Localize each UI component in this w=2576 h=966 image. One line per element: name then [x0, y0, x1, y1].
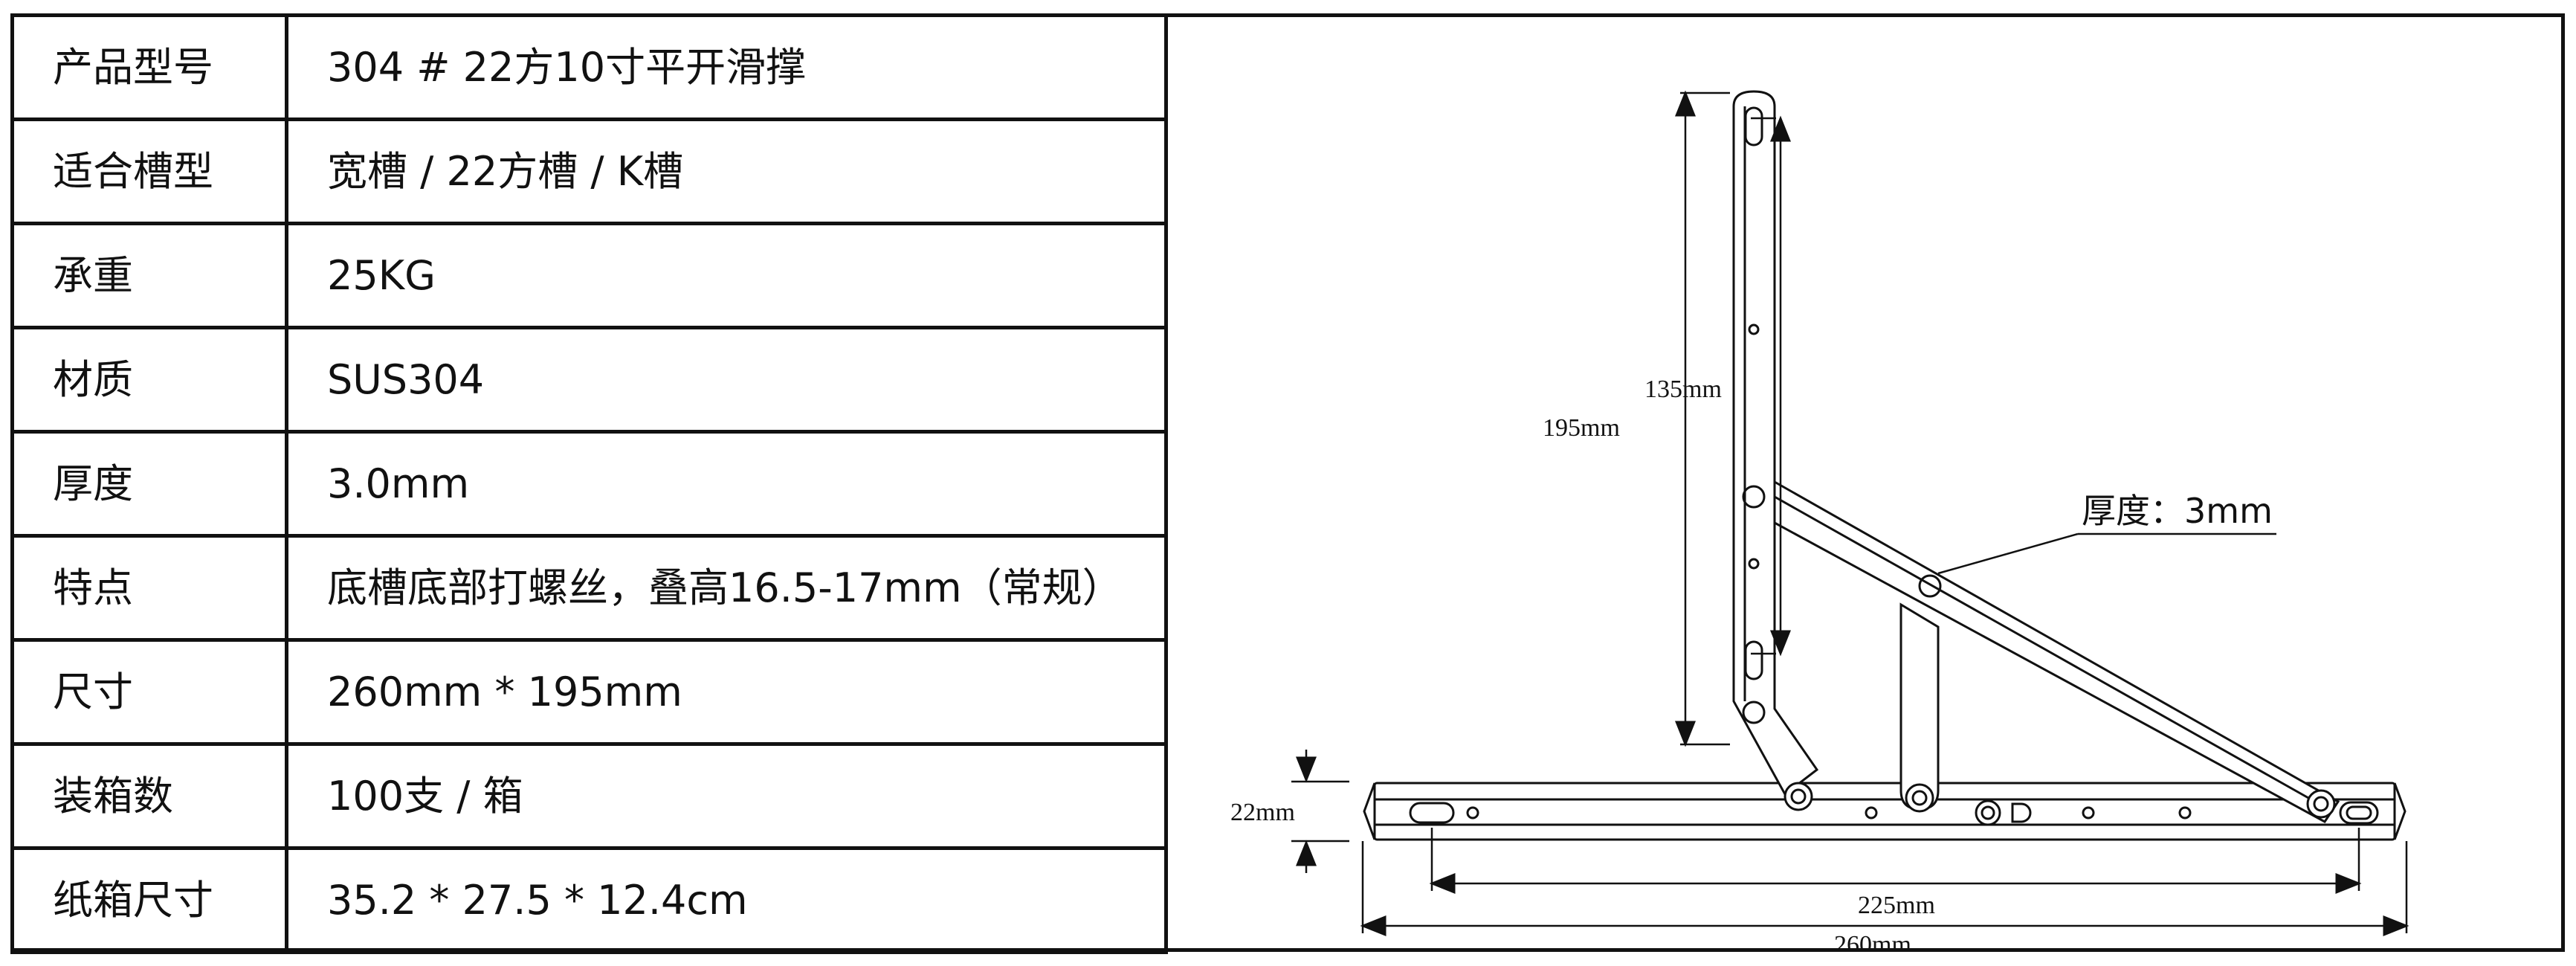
row-value: 3.0mm: [285, 430, 1168, 538]
screw-hole: [1466, 806, 1479, 820]
row-value: 25KG: [285, 222, 1168, 329]
row-label: 纸箱尺寸: [10, 846, 288, 954]
dim-label-135: 135mm: [1644, 376, 1722, 403]
thickness-leader: [1937, 532, 2276, 575]
link-arm: [1899, 602, 1940, 813]
rivet: [1783, 782, 1813, 811]
row-value: 304 # 22方10寸平开滑撑: [285, 13, 1168, 121]
rivet-center: [1981, 805, 1995, 820]
rivet: [1905, 783, 1934, 813]
row-label: 承重: [10, 222, 288, 329]
row-label: 适合槽型: [10, 117, 288, 225]
dimension-135: [1751, 115, 1791, 657]
row-value: 260mm * 195mm: [285, 638, 1168, 746]
slot-hole: [1409, 802, 1455, 824]
slot-hole: [1744, 106, 1763, 146]
row-label: 尺寸: [10, 638, 288, 746]
rivet-center: [1911, 790, 1928, 806]
rivet-center: [1790, 788, 1807, 805]
thickness-note: 厚度：3mm: [2082, 491, 2273, 531]
screw-hole: [2178, 806, 2192, 820]
table-row: 适合槽型 宽槽 / 22方槽 / K槽: [10, 117, 1168, 225]
pivot-hole: [1742, 485, 1766, 509]
row-value: 宽槽 / 22方槽 / K槽: [285, 117, 1168, 225]
table-row: 特点 底槽底部打螺丝，叠高16.5-17mm（常规）: [10, 534, 1168, 642]
table-row: 承重 25KG: [10, 222, 1168, 329]
table-row: 材质 SUS304: [10, 326, 1168, 434]
spec-table: 产品型号 304 # 22方10寸平开滑撑 适合槽型 宽槽 / 22方槽 / K…: [10, 13, 1168, 954]
rivet: [1975, 799, 2001, 826]
row-label: 材质: [10, 326, 288, 434]
row-value: 底槽底部打螺丝，叠高16.5-17mm（常规）: [285, 534, 1168, 642]
pivot-hole: [1742, 701, 1766, 724]
slot-hole: [1744, 640, 1763, 680]
technical-drawing-svg: 195mm 135mm 22mm 225mm 260mm 厚度：3mm: [1230, 90, 2409, 948]
dimension-195: [1675, 90, 1730, 747]
row-label: 产品型号: [10, 13, 288, 121]
row-label: 特点: [10, 534, 288, 642]
row-value: 35.2 * 27.5 * 12.4cm: [285, 846, 1168, 954]
table-row: 纸箱尺寸 35.2 * 27.5 * 12.4cm: [10, 846, 1168, 954]
screw-hole: [1748, 558, 1760, 570]
slot-hole: [2339, 801, 2379, 825]
rivet-center: [2313, 796, 2329, 812]
screw-hole: [1865, 806, 1878, 820]
slot-hole-inner: [2346, 805, 2372, 820]
dimension-22: [1291, 750, 1349, 873]
table-row: 产品型号 304 # 22方10寸平开滑撑: [10, 13, 1168, 121]
dim-label-225: 225mm: [1858, 892, 1935, 919]
table-row: 尺寸 260mm * 195mm: [10, 638, 1168, 746]
screw-hole: [2082, 806, 2095, 820]
table-row: 装箱数 100支 / 箱: [10, 742, 1168, 850]
screw-hole: [1748, 323, 1760, 335]
row-value: SUS304: [285, 326, 1168, 434]
dimension-260: [1360, 841, 2409, 936]
stopper: [2011, 802, 2032, 823]
dimension-225: [1429, 828, 2362, 894]
row-value: 100支 / 箱: [285, 742, 1168, 850]
dim-label-195: 195mm: [1543, 414, 1620, 442]
pivot-hole: [1918, 574, 1942, 598]
rivet: [2306, 789, 2336, 819]
dim-label-22: 22mm: [1230, 799, 1295, 826]
friction-stay-drawing: 195mm 135mm 22mm 225mm 260mm 厚度：3mm: [1165, 17, 2561, 948]
table-row: 厚度 3.0mm: [10, 430, 1168, 538]
base-track: [1363, 782, 2406, 841]
dim-label-260: 260mm: [1834, 931, 1911, 948]
row-label: 装箱数: [10, 742, 288, 850]
support-arm: [1773, 480, 2340, 823]
row-label: 厚度: [10, 430, 288, 538]
